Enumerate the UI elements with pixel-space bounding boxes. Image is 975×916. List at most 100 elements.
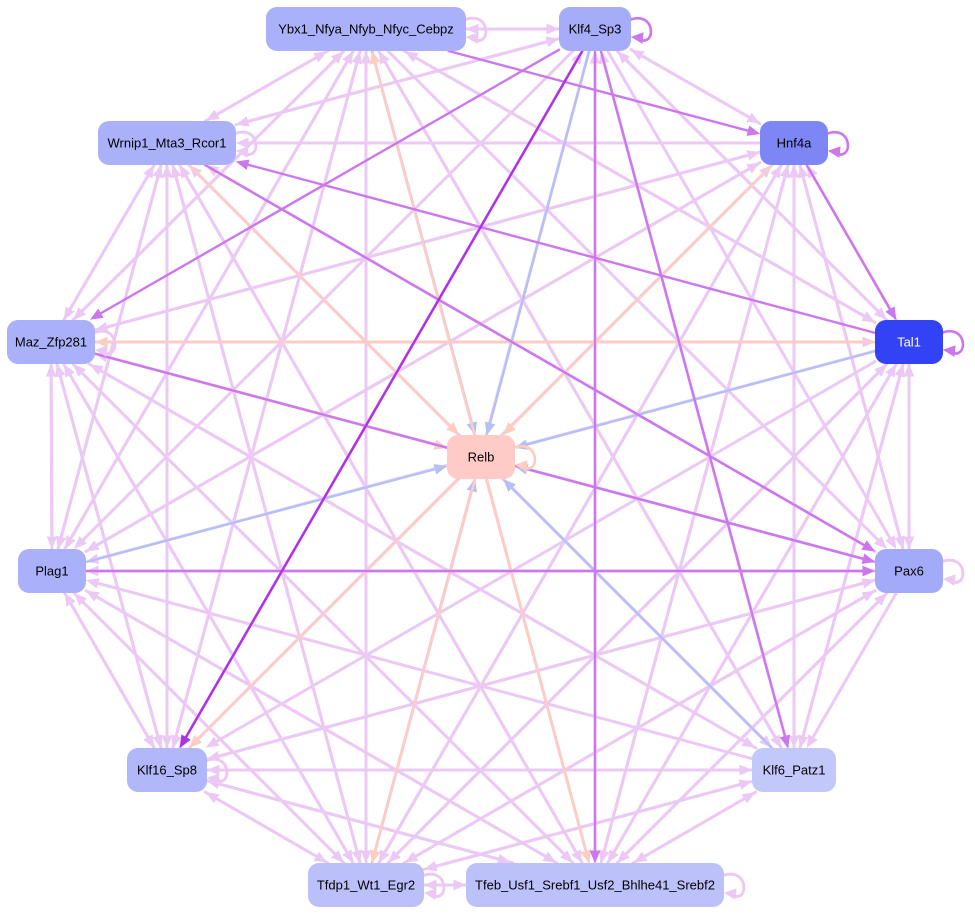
node-klf4[interactable]: Klf4_Sp3 bbox=[559, 7, 631, 51]
node-label-klf4: Klf4_Sp3 bbox=[569, 22, 622, 37]
edge-klf4-to-klf6 bbox=[599, 49, 790, 749]
node-label-tfdp1: Tfdp1_Wt1_Egr2 bbox=[317, 878, 415, 893]
edge-klf6-to-ybx1 bbox=[378, 50, 783, 750]
edge-plag1-to-pax6 bbox=[84, 565, 876, 577]
edge-klf16-to-plag1 bbox=[64, 592, 156, 750]
node-label-pax6: Pax6 bbox=[894, 564, 924, 579]
edge-tal1-to-klf4 bbox=[617, 51, 889, 322]
edge-klf4-to-plag1 bbox=[74, 49, 575, 549]
self-loop-tal1 bbox=[938, 330, 965, 357]
edge-klf16-to-wrnip1 bbox=[161, 164, 173, 750]
node-box-tfeb bbox=[466, 863, 724, 907]
node-box-tfdp1 bbox=[308, 863, 424, 907]
node-klf16[interactable]: Klf16_Sp8 bbox=[127, 748, 207, 792]
node-box-klf16 bbox=[127, 748, 207, 792]
node-pax6[interactable]: Pax6 bbox=[875, 549, 943, 593]
edge-klf6-to-relb bbox=[503, 479, 774, 750]
node-label-plag1: Plag1 bbox=[35, 564, 68, 579]
node-label-klf16: Klf16_Sp8 bbox=[137, 763, 197, 778]
edge-klf16-to-maz bbox=[55, 363, 163, 750]
edge-tal1-to-klf16 bbox=[205, 360, 877, 748]
edge-tfdp1-to-wrnip1 bbox=[171, 164, 362, 865]
self-loop-relb bbox=[510, 445, 537, 472]
edge-klf6-to-hnf4a bbox=[788, 164, 800, 750]
node-box-pax6 bbox=[875, 549, 943, 593]
node-ybx1[interactable]: Ybx1_Nfya_Nfyb_Nfyc_Cebpz bbox=[266, 7, 466, 51]
edge-klf4-to-ybx1 bbox=[465, 23, 561, 35]
edge-tfdp1-to-hnf4a bbox=[377, 164, 782, 865]
edge-plag1-to-maz bbox=[45, 363, 57, 551]
node-box-wrnip1 bbox=[98, 121, 236, 165]
self-loop-tfeb bbox=[719, 872, 746, 900]
edge-plag1-to-wrnip1 bbox=[56, 164, 163, 551]
edge-ybx1-to-pax6 bbox=[386, 49, 887, 549]
edge-tfdp1-to-tal1 bbox=[386, 364, 887, 865]
edge-klf4-to-relb bbox=[484, 49, 591, 436]
node-box-tal1 bbox=[875, 320, 943, 364]
edge-tfeb-to-wrnip1 bbox=[179, 164, 584, 865]
edge-maz-to-ybx1 bbox=[71, 51, 344, 322]
edge-plag1-to-relb bbox=[84, 464, 448, 564]
edge-klf4-to-tfeb bbox=[589, 49, 601, 864]
edge-maz-to-hnf4a bbox=[93, 150, 761, 332]
self-loop-ybx1 bbox=[461, 16, 488, 44]
edge-wrnip1-to-pax6 bbox=[203, 163, 876, 552]
edge-hnf4a-to-klf4 bbox=[630, 49, 762, 125]
edge-wrnip1-to-klf4 bbox=[234, 36, 560, 127]
edge-tfdp1-to-klf6 bbox=[422, 779, 753, 871]
node-box-hnf4a bbox=[760, 121, 828, 165]
node-label-tfeb: Tfeb_Usf1_Srebf1_Usf2_Bhlhe41_Srebf2 bbox=[475, 878, 715, 893]
edge-hnf4a-to-wrnip1 bbox=[235, 137, 762, 149]
edge-relb-to-klf16 bbox=[189, 477, 461, 748]
edge-tfeb-to-pax6 bbox=[615, 593, 887, 865]
node-wrnip1[interactable]: Wrnip1_Mta3_Rcor1 bbox=[98, 121, 236, 165]
node-box-klf6 bbox=[752, 748, 836, 792]
edge-tal1-to-ybx1 bbox=[404, 51, 877, 324]
node-plag1[interactable]: Plag1 bbox=[18, 549, 86, 593]
edge-tfeb-to-plag1 bbox=[85, 590, 559, 865]
node-klf6[interactable]: Klf6_Patz1 bbox=[752, 748, 836, 792]
self-loop-hnf4a bbox=[823, 131, 850, 158]
edge-plag1-to-ybx1 bbox=[63, 50, 354, 551]
edge-wrnip1-to-relb bbox=[187, 163, 459, 435]
node-label-ybx1: Ybx1_Nfya_Nfyb_Nfyc_Cebpz bbox=[278, 22, 454, 37]
node-label-tal1: Tal1 bbox=[897, 335, 921, 350]
self-loop-wrnip1 bbox=[231, 130, 258, 158]
nodes-layer: Ybx1_Nfya_Nfyb_Nfyc_Cebpz Klf4_Sp3Wrnip1_… bbox=[7, 7, 943, 907]
edge-tfdp1-to-klf16 bbox=[205, 792, 330, 865]
edge-tfeb-to-tfdp1 bbox=[423, 879, 468, 891]
node-label-relb: Relb bbox=[468, 450, 495, 465]
edge-tfdp1-to-plag1 bbox=[74, 593, 346, 865]
edge-klf6-to-tal1 bbox=[798, 363, 905, 750]
node-label-hnf4a: Hnf4a bbox=[777, 136, 812, 151]
node-label-wrnip1: Wrnip1_Mta3_Rcor1 bbox=[108, 136, 227, 151]
edge-tfeb-to-maz bbox=[73, 364, 575, 865]
node-box-ybx1 bbox=[266, 7, 466, 51]
node-tfdp1[interactable]: Tfdp1_Wt1_Egr2 bbox=[308, 863, 424, 907]
edge-tfdp1-to-maz bbox=[63, 363, 355, 865]
edge-tal1-to-wrnip1 bbox=[235, 159, 877, 335]
edge-tfeb-to-klf6 bbox=[631, 792, 756, 865]
edge-tfeb-to-tal1 bbox=[606, 363, 897, 865]
self-loops-layer bbox=[90, 16, 965, 900]
node-maz[interactable]: Maz_Zfp281 bbox=[7, 320, 95, 364]
node-tfeb[interactable]: Tfeb_Usf1_Srebf1_Usf2_Bhlhe41_Srebf2 bbox=[466, 863, 724, 907]
edge-klf16-to-ybx1 bbox=[171, 50, 362, 750]
self-loop-maz bbox=[90, 329, 117, 357]
self-loop-pax6 bbox=[938, 558, 965, 586]
edge-klf4-to-klf16 bbox=[179, 49, 584, 749]
node-relb[interactable]: Relb bbox=[447, 435, 515, 479]
node-box-maz bbox=[7, 320, 95, 364]
node-box-relb bbox=[447, 435, 515, 479]
edge-hnf4a-to-relb bbox=[502, 163, 774, 435]
edge-pax6-to-klf6 bbox=[806, 591, 898, 749]
node-hnf4a[interactable]: Hnf4a bbox=[760, 121, 828, 165]
edge-pax6-to-hnf4a bbox=[798, 164, 905, 551]
node-box-klf4 bbox=[559, 7, 631, 51]
node-box-plag1 bbox=[18, 549, 86, 593]
self-loop-tfdp1 bbox=[419, 872, 446, 900]
edge-hnf4a-to-tal1 bbox=[805, 163, 897, 321]
edge-tfeb-to-hnf4a bbox=[599, 164, 790, 865]
node-tal1[interactable]: Tal1 bbox=[875, 320, 943, 364]
